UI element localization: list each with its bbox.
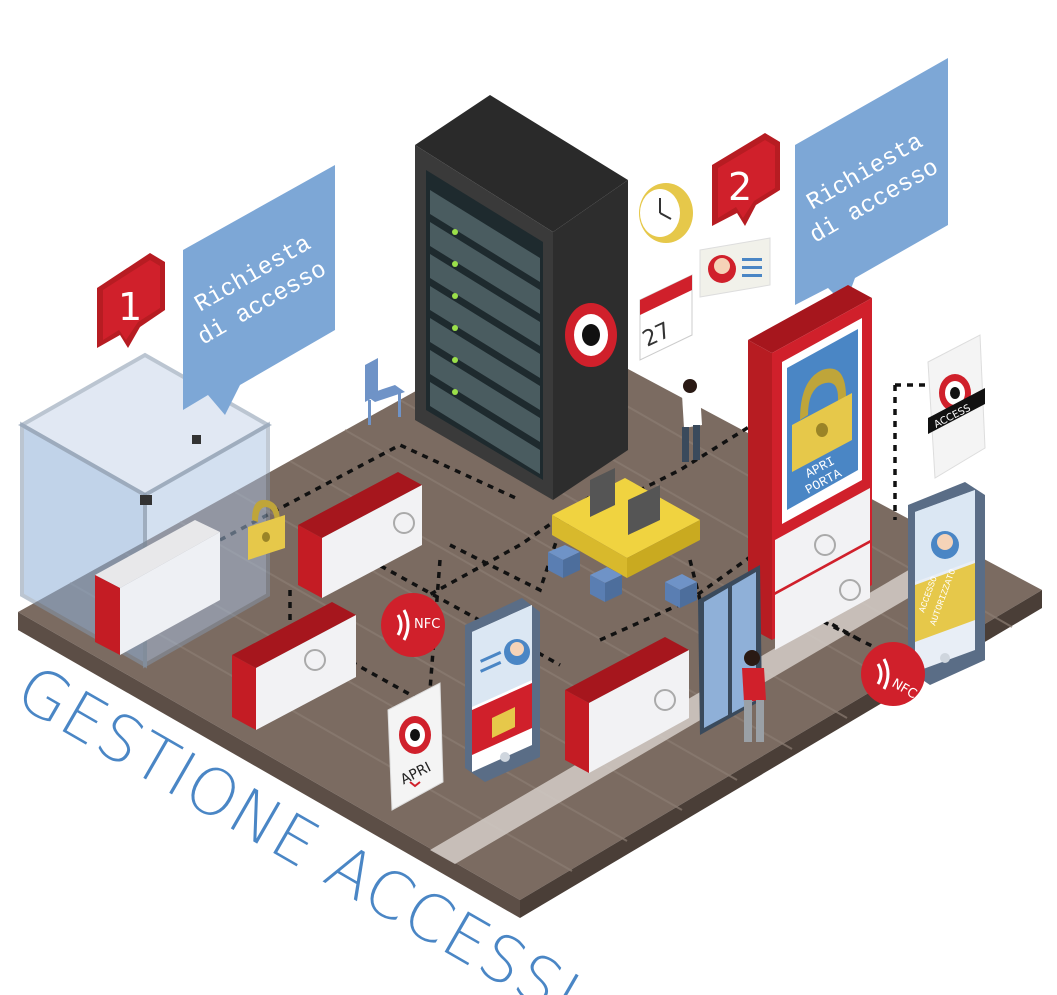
access-card-left: APRI (387, 682, 444, 811)
person-walking-top (682, 379, 702, 462)
server-rack (415, 95, 628, 500)
speech-bubble-left: Richiesta di accesso (183, 165, 335, 415)
padlock-icon (248, 499, 285, 560)
reader-device-2 (232, 602, 356, 730)
notification-badge-2: 2 (712, 133, 780, 226)
smartphone-right: ACCESSO AUTORIZZATO (908, 482, 985, 685)
speech-bubble-right: Richiesta di accesso (795, 58, 948, 305)
nfc-tag-left: NFC (381, 593, 445, 657)
smartphone-middle (465, 598, 540, 782)
person-standing-bottom (742, 650, 766, 742)
notification-badge-1: 1 (97, 253, 165, 348)
calendar-icon: 27 (639, 274, 693, 361)
reader-device-1 (298, 472, 422, 598)
reader-device-3 (565, 637, 689, 773)
access-kiosk: APRI PORTA (748, 285, 872, 650)
access-card-right: ACCESS (927, 334, 986, 479)
chair-icon (365, 358, 405, 425)
clock-icon (639, 183, 693, 243)
desk-workstation (548, 468, 700, 608)
id-card-icon (699, 237, 771, 298)
badge-left-number: 1 (118, 285, 142, 329)
nfc-left-label: NFC (414, 617, 440, 632)
badge-right-number: 2 (728, 165, 752, 209)
nfc-tag-right: NFC (861, 642, 925, 706)
